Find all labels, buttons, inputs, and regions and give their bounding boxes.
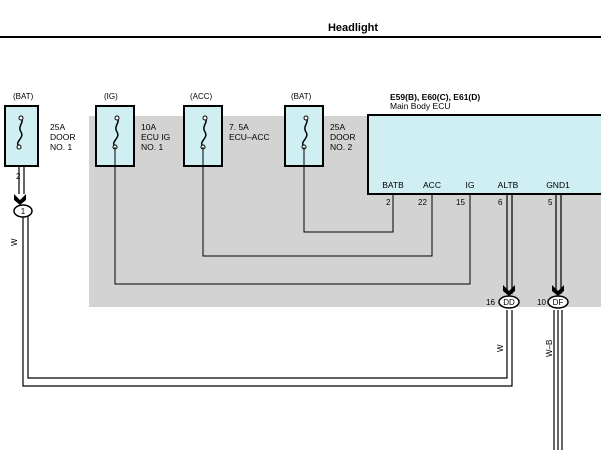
page-title: Headlight: [328, 22, 378, 34]
ecu-terminal-label: ALTB: [498, 180, 519, 190]
fuse-name: NO. 1: [141, 142, 163, 152]
fuse-name: DOOR: [50, 132, 76, 142]
wire-color-label: W: [10, 238, 19, 246]
wire-color-label: W–B: [545, 340, 554, 357]
fuse-name: DOOR: [330, 132, 356, 142]
connector-code: 1: [21, 207, 26, 216]
fuse-amp: 7. 5A: [229, 122, 249, 132]
fuse-terminal: [202, 115, 208, 121]
ecu-terminal-label: ACC: [423, 180, 441, 190]
fuse-amp: 25A: [330, 122, 345, 132]
fuse-amp: 25A: [50, 122, 65, 132]
ecu-pin-number: 22: [418, 198, 427, 207]
internal-wiring: [114, 147, 471, 285]
connector-oval: [547, 295, 569, 309]
fuse-symbol-icon: [201, 117, 207, 147]
fuse-source-label: (BAT): [13, 92, 34, 101]
fuse-name: ECU IG: [141, 132, 170, 142]
connector-oval: [13, 204, 33, 218]
ecu-box: [367, 114, 601, 195]
fuse-name: NO. 1: [50, 142, 72, 152]
fuse-symbol-icon: [302, 117, 308, 147]
wire-ig: [114, 147, 471, 285]
connector-1: 1: [13, 194, 33, 218]
ecu-terminal-label: BATB: [382, 180, 404, 190]
ecu-pin-number: 6: [498, 198, 503, 207]
fuse-name: NO. 2: [330, 142, 352, 152]
fuse-symbol-icon: [113, 117, 119, 147]
connector-code: DD: [503, 298, 515, 307]
wire-acc: [202, 147, 433, 257]
wire-batb: [303, 147, 394, 233]
ecu-name: Main Body ECU: [390, 101, 450, 111]
wire-color-label: W: [496, 344, 505, 352]
connector-pin: 16: [486, 298, 495, 307]
connector-arrow-icon: [503, 285, 515, 296]
fuse-door-no1: (BAT) 25A DOOR NO. 1 2: [4, 92, 76, 181]
fuse-name: ECU–ACC: [229, 132, 270, 142]
connector-arrow-icon: [14, 194, 26, 205]
fuse-ecu-ig-no1: (IG) 10A ECU IG NO. 1: [95, 92, 170, 167]
fuse-terminal: [303, 115, 309, 121]
fuse-source-label: (IG): [104, 92, 118, 101]
connector-arrow-icon: [552, 285, 564, 296]
fuse-terminal: [114, 115, 120, 121]
fuse-source-label: (ACC): [190, 92, 213, 101]
ecu-pin-number: 2: [386, 198, 391, 207]
wire-door-no1: [18, 166, 25, 194]
fuse-source-label: (BAT): [291, 92, 312, 101]
ecu-connector-code: E59(B), E60(C), E61(D): [390, 92, 480, 102]
fuse-terminal: [16, 144, 22, 150]
wire-gnd1-harness: [553, 194, 563, 450]
connector-df: 10 DF: [537, 285, 569, 309]
connector-oval: [498, 295, 520, 309]
fuse-terminal: [18, 115, 24, 121]
ecu-terminal-label: GND1: [546, 180, 570, 190]
fuse-symbol-icon: [17, 117, 23, 147]
ecu-terminal-label: IG: [466, 180, 475, 190]
connector-pin: 10: [537, 298, 546, 307]
connector-dd: 16 DD: [486, 285, 520, 309]
ecu-pin-number: 15: [456, 198, 465, 207]
wire-altb-harness: [22, 194, 513, 387]
connector-code: DF: [553, 298, 564, 307]
ecu-pin-number: 5: [548, 198, 553, 207]
main-body-ecu: E59(B), E60(C), E61(D) Main Body ECU BAT…: [367, 92, 601, 207]
fuse-amp: 10A: [141, 122, 156, 132]
